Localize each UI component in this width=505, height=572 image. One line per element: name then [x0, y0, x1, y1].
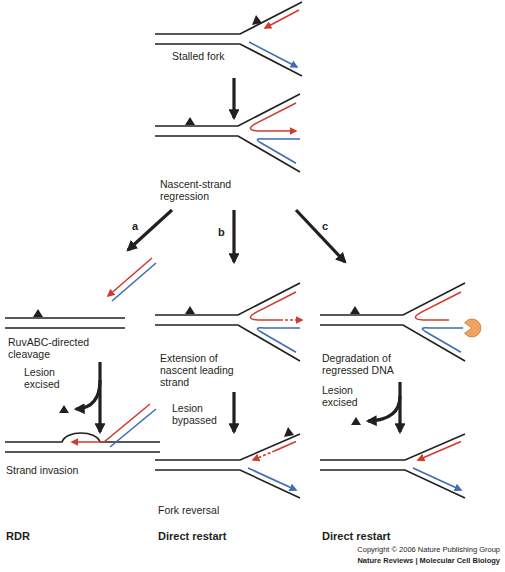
stage-node: Extension of nascent leading strand: [150, 262, 310, 392]
parental-strand: [5, 451, 160, 453]
nascent-strand: [250, 292, 296, 320]
nascent-strand: [415, 292, 461, 320]
regressed-fork-drawing: [155, 94, 300, 172]
nascent-strand: [265, 10, 299, 28]
parental-strand: [5, 327, 125, 329]
stage-node: Direct restart: [315, 432, 485, 552]
nascent-strand: [422, 328, 463, 352]
edge-label: Lesion excised: [322, 384, 366, 408]
parental-strand: [155, 94, 300, 126]
parental-strand: [5, 317, 125, 319]
pathway-arrow: [128, 210, 172, 250]
stage-node: Fork reversalDirect restart: [150, 432, 310, 552]
exonuclease-symbol: [465, 319, 481, 337]
edge-label: a: [132, 220, 146, 232]
stage-caption: RuvABC-directed cleavage: [8, 336, 100, 360]
nascent-strand: [413, 468, 461, 490]
parental-strand: [320, 470, 465, 498]
pathway-arrow: [296, 210, 345, 262]
stage-caption: Nascent-strand regression: [160, 178, 246, 202]
parental-strand: [155, 136, 300, 172]
parental-strand: [320, 283, 465, 315]
stage-caption: Stalled fork: [172, 50, 292, 62]
parental-strand: [155, 283, 300, 315]
nascent-strand: [249, 42, 297, 67]
degraded-fork-drawing: [320, 283, 481, 361]
parental-strand: [155, 470, 300, 498]
credit-line: Nature Reviews | Molecular Cell Biology: [230, 556, 500, 566]
lesion-marker: [185, 306, 195, 314]
stage-node: Nascent-strand regression: [150, 118, 310, 210]
stage-node: RuvABC-directed cleavage: [0, 250, 150, 362]
edge-label: b: [218, 226, 232, 238]
stage-caption: Extension of nascent leading strand: [160, 352, 240, 388]
parental-strand: [320, 434, 465, 460]
pathway-arrow: [398, 382, 401, 432]
restarted-fork-drawing: [320, 434, 465, 498]
lesion-marker: [350, 306, 360, 314]
pathway-arrow: [232, 392, 235, 432]
lesion-marker: [33, 309, 43, 317]
excision-arrow: [76, 380, 100, 409]
pathway-label: RDR: [6, 530, 146, 542]
stage-node: Strand invasionRDR: [0, 432, 160, 552]
nascent-strand: [418, 442, 461, 460]
pathway-label: Direct restart: [322, 530, 472, 542]
stage-caption: Degradation of regressed DNA: [322, 352, 402, 376]
parental-strand: [155, 44, 302, 76]
cleaved-fork-drawing: [5, 258, 156, 328]
credit-line: Copyright © 2006 Nature Publishing Group: [250, 545, 500, 555]
pathway-label: Direct restart: [158, 530, 298, 542]
nascent-strand: [257, 139, 300, 163]
extension-strand: [253, 451, 275, 460]
parental-strand: [155, 2, 302, 34]
nascent-strand: [275, 442, 296, 451]
lesion-marker: [59, 405, 69, 413]
edge-label: Lesion excised: [24, 366, 68, 390]
stage-node: Stalled fork: [150, 0, 310, 78]
lesion-marker: [185, 117, 195, 125]
extension-strand: [280, 319, 302, 321]
nascent-strand: [112, 263, 156, 301]
edge-label: Lesion bypassed: [172, 402, 224, 426]
pathway-arrow: [232, 78, 235, 118]
stage-node: Degradation of regressed DNA: [315, 262, 485, 382]
stage-caption: Strand invasion: [6, 464, 146, 476]
stage-caption: Fork reversal: [158, 504, 298, 516]
nascent-strand: [250, 103, 296, 131]
pathway-arrow: [98, 362, 101, 432]
lesion-marker: [284, 427, 294, 437]
edge-label: c: [322, 220, 336, 232]
parental-strand: [155, 434, 300, 460]
pathway-arrow: [232, 210, 235, 262]
lesion-marker: [351, 417, 361, 425]
restarted-fork-drawing: [155, 427, 300, 498]
nascent-strand: [257, 328, 300, 352]
stalled-fork-drawing: [155, 2, 302, 76]
lesion-marker: [252, 15, 262, 25]
nascent-strand: [108, 258, 152, 296]
nascent-strand: [110, 409, 156, 447]
nascent-strand: [248, 468, 296, 490]
extended-fork-drawing: [155, 283, 302, 361]
excision-arrow: [368, 396, 400, 421]
parental-strand: [5, 433, 160, 442]
connector-layer: [100, 78, 400, 432]
strand-invasion-drawing: [5, 404, 160, 452]
